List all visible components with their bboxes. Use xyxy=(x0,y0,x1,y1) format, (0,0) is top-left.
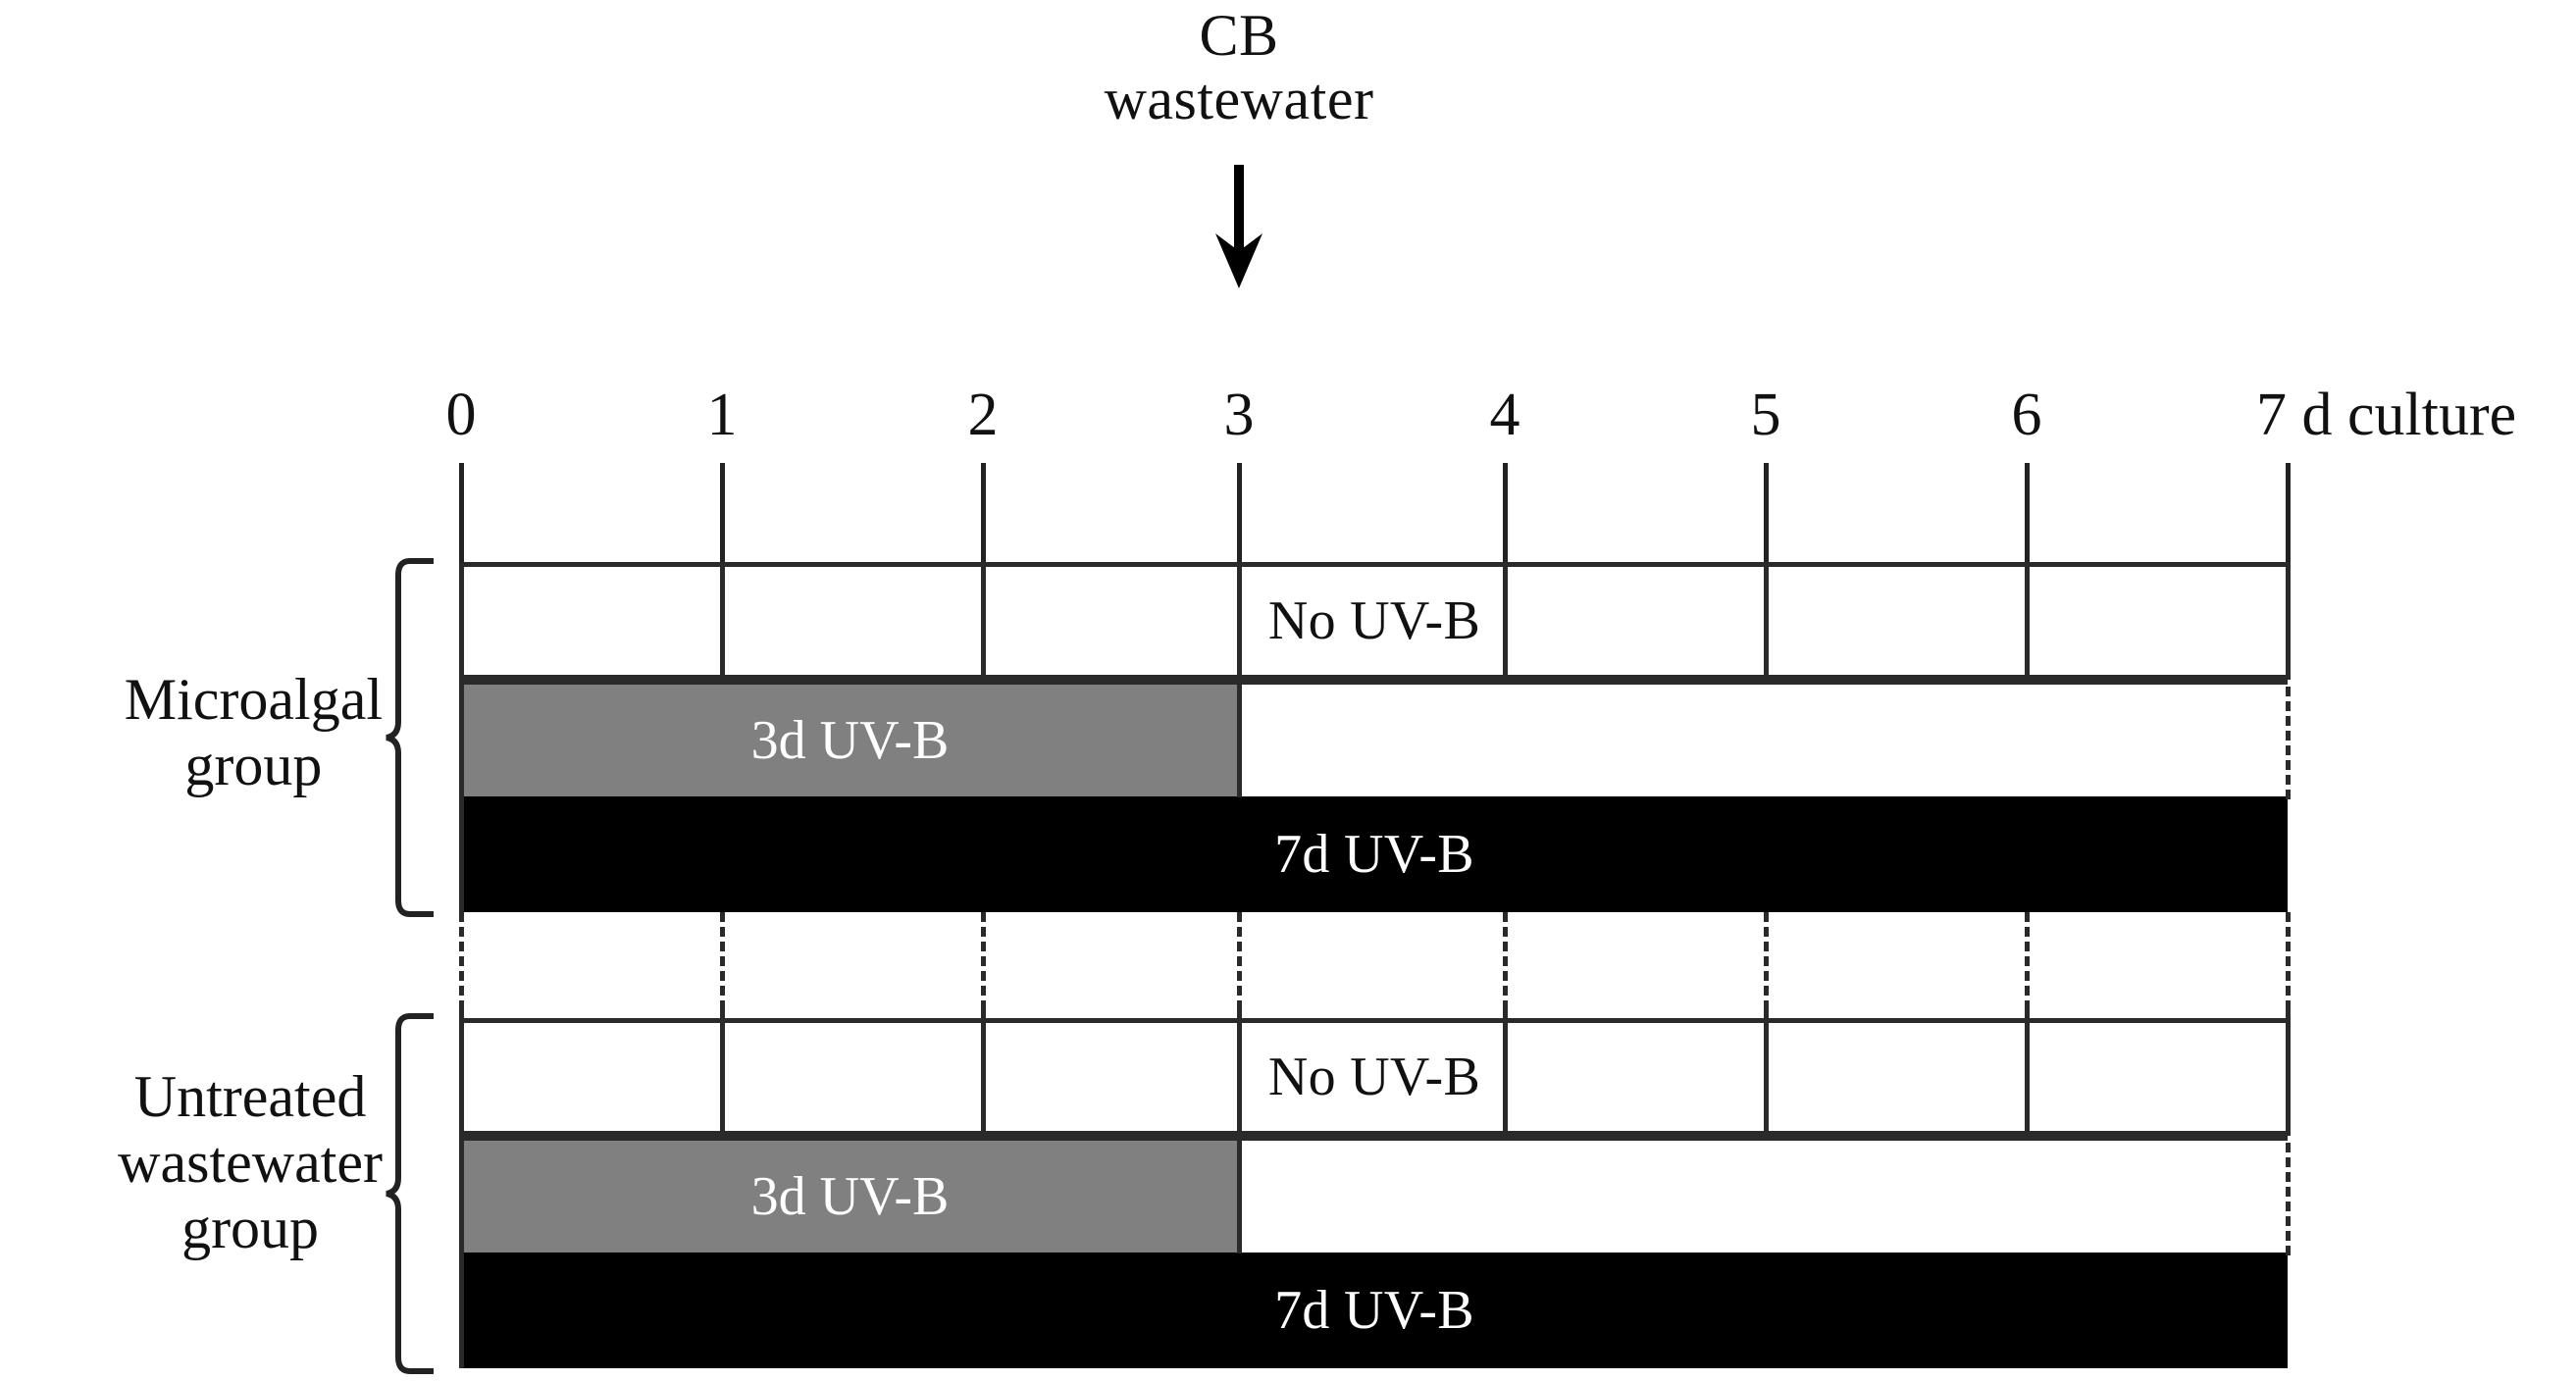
gap-gridline-day-5 xyxy=(1764,912,1769,1010)
axis-tick-label-5: 5 xyxy=(1750,382,1781,448)
gridline-day-6-untreated xyxy=(2025,1010,2030,1136)
gridline-day-5-microalgal xyxy=(1764,562,1769,680)
axis-tick-label-2: 2 xyxy=(967,382,999,448)
axis-tick-label-3: 3 xyxy=(1223,382,1255,448)
axis-tick-mark-0 xyxy=(459,463,464,567)
axis-tick-mark-1 xyxy=(720,463,725,567)
gridline-day-7-dashed-lower xyxy=(2286,1143,2291,1255)
axis-tick-mark-6 xyxy=(2025,463,2030,567)
bar-microalgal-no-uvb: No UV-B xyxy=(461,562,2288,680)
gridline-day-2-microalgal xyxy=(981,562,986,680)
bar-untreated-no-uvb: No UV-B xyxy=(461,1018,2288,1136)
group-label-untreated-wastewater: Untreated wastewater group xyxy=(118,1064,383,1262)
gap-gridline-day-2 xyxy=(981,912,986,1010)
gap-gridline-day-7 xyxy=(2286,912,2291,1010)
gridline-day-3-microalgal xyxy=(1237,562,1242,797)
group-microalgal: No UV-B 3d UV-B 7d UV-B xyxy=(461,562,2288,912)
axis-tick-label-1: 1 xyxy=(706,382,738,448)
group-untreated-wastewater: No UV-B 3d UV-B 7d UV-B xyxy=(461,1018,2288,1368)
left-curly-brace-icon-microalgal xyxy=(386,558,434,917)
group-label-line-3: group xyxy=(181,1196,320,1261)
bar-label: No UV-B xyxy=(1267,1047,1481,1107)
gridline-day-3-untreated xyxy=(1237,1010,1242,1253)
gridline-day-0-microalgal xyxy=(459,562,464,912)
gridline-day-7-microalgal xyxy=(2286,562,2291,680)
bar-label: 7d UV-B xyxy=(1274,824,1474,885)
cb-wastewater-annotation: CB wastewater xyxy=(1105,4,1374,131)
gap-gridline-day-0 xyxy=(459,912,464,1010)
bar-label: 7d UV-B xyxy=(1274,1280,1474,1341)
group-label-line-1: Microalgal xyxy=(124,667,383,732)
axis-tick-mark-2 xyxy=(981,463,986,567)
bar-microalgal-3d-uvb: 3d UV-B xyxy=(461,680,2288,796)
group-label-line-2: wastewater xyxy=(118,1130,383,1196)
bar-label: 3d UV-B xyxy=(750,1166,950,1227)
axis-tick-mark-7 xyxy=(2286,463,2291,567)
gridline-day-4-microalgal xyxy=(1503,562,1508,680)
gridline-day-4-untreated xyxy=(1503,1010,1508,1136)
down-arrow-icon xyxy=(1215,165,1262,288)
group-label-microalgal: Microalgal group xyxy=(125,667,383,798)
bar-microalgal-7d-uvb: 7d UV-B xyxy=(461,796,2288,912)
axis-tick-mark-4 xyxy=(1503,463,1508,567)
bar-fill-grey: 3d UV-B xyxy=(461,1141,1239,1253)
axis-tick-label-4: 4 xyxy=(1489,382,1520,448)
gap-gridline-day-6 xyxy=(2025,912,2030,1010)
cb-wastewater-line-2: wastewater xyxy=(1104,66,1374,131)
cb-wastewater-line-1: CB xyxy=(1199,3,1279,68)
axis-tick-label-0: 0 xyxy=(445,382,477,448)
bar-fill-grey: 3d UV-B xyxy=(461,685,1239,796)
bar-label: No UV-B xyxy=(1267,590,1481,651)
axis-tick-mark-5 xyxy=(1764,463,1769,567)
group-label-line-1: Untreated xyxy=(133,1064,367,1129)
gridline-day-1-microalgal xyxy=(720,562,725,680)
axis-tick-mark-3 xyxy=(1237,463,1242,567)
gridline-day-1-untreated xyxy=(720,1010,725,1136)
gridline-day-6-microalgal xyxy=(2025,562,2030,680)
gridline-day-2-untreated xyxy=(981,1010,986,1136)
gap-gridline-day-3 xyxy=(1237,912,1242,1010)
left-curly-brace-icon-untreated xyxy=(386,1013,434,1374)
axis-end-label: 7 d culture xyxy=(2256,382,2517,448)
gridline-day-7-untreated xyxy=(2286,1010,2291,1136)
gridline-day-7-dashed-upper xyxy=(2286,687,2291,799)
bar-label: 3d UV-B xyxy=(750,710,950,771)
gridline-day-0-untreated xyxy=(459,1010,464,1368)
gap-gridline-day-4 xyxy=(1503,912,1508,1010)
bar-untreated-7d-uvb: 7d UV-B xyxy=(461,1253,2288,1368)
gridline-day-5-untreated xyxy=(1764,1010,1769,1136)
group-label-line-2: group xyxy=(184,733,323,798)
axis-tick-label-6: 6 xyxy=(2011,382,2042,448)
gap-gridline-day-1 xyxy=(720,912,725,1010)
bar-untreated-3d-uvb: 3d UV-B xyxy=(461,1136,2288,1253)
